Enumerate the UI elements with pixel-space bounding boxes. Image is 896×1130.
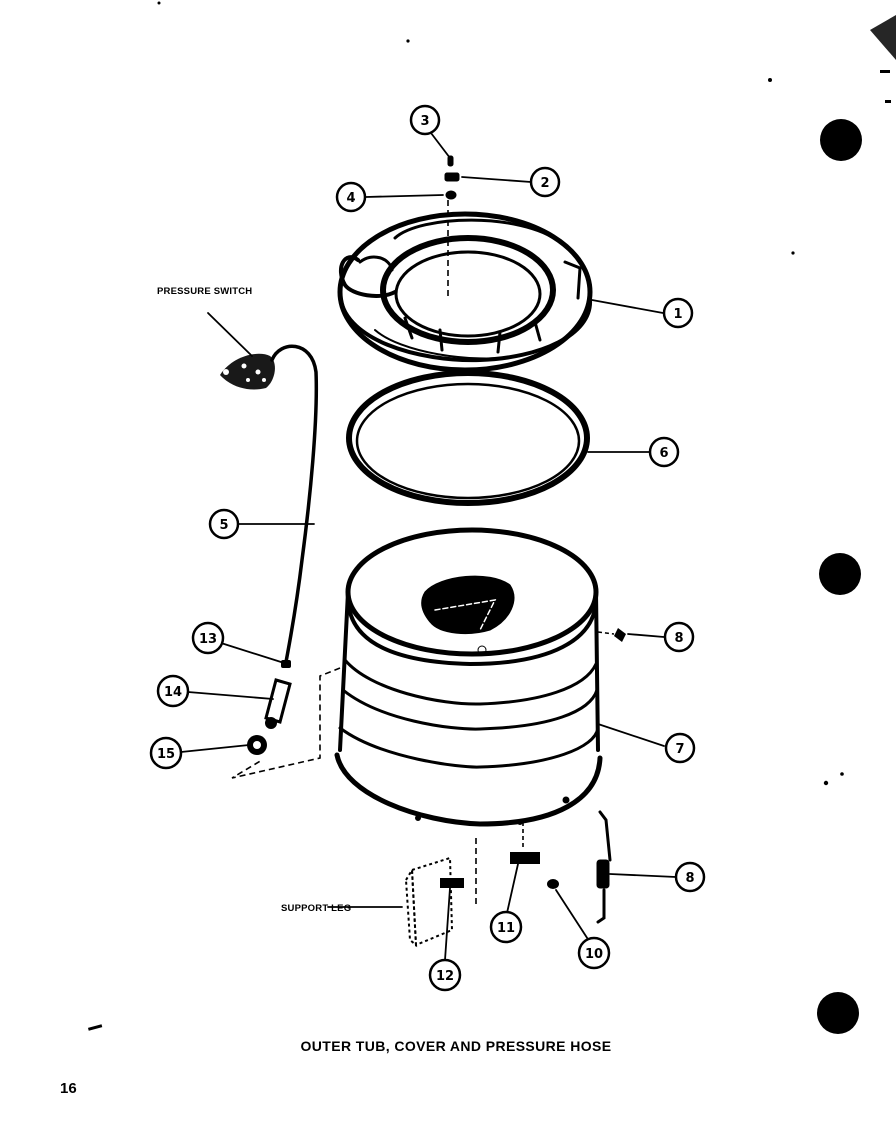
callout-11-number: 11 xyxy=(497,921,515,936)
hose-dash-line xyxy=(231,667,341,779)
leg-bracket-part xyxy=(440,878,464,888)
air-dome-part xyxy=(264,678,292,729)
callout-3-number: 3 xyxy=(420,114,429,129)
callout-14-number: 14 xyxy=(164,685,182,700)
callout-4: 4 xyxy=(335,181,367,213)
binder-hole-top xyxy=(820,119,862,161)
grommet-part xyxy=(247,735,267,755)
support-leg-part xyxy=(404,856,454,948)
support-leg-label: SUPPORT LEG xyxy=(281,903,351,914)
leg-clip-part xyxy=(510,852,540,864)
tub-fitting-dash xyxy=(597,631,615,635)
leader-lines xyxy=(180,132,677,961)
diagram-caption: OUTER TUB, COVER AND PRESSURE HOSE xyxy=(300,1038,611,1054)
binder-holes xyxy=(817,119,862,1034)
callout-13: 13 xyxy=(191,621,225,655)
callout-8-fitting: 8 xyxy=(663,621,695,653)
callout-6: 6 xyxy=(648,436,680,468)
callout-12: 12 xyxy=(428,958,462,992)
callout-8-spring: 8 xyxy=(674,861,706,893)
leg-screw-part xyxy=(547,879,559,889)
binder-hole-bottom xyxy=(817,992,859,1034)
callout-4-number: 4 xyxy=(346,191,355,206)
tub-fitting-part xyxy=(614,628,626,642)
tub-gasket-part xyxy=(346,370,590,506)
pressure-switch-label: PRESSURE SWITCH xyxy=(157,286,252,297)
callout-13-number: 13 xyxy=(199,632,217,647)
callout-5-number: 5 xyxy=(219,518,228,533)
cover-fastener-parts xyxy=(444,155,460,300)
tub-cover-part xyxy=(337,211,593,373)
callout-8-fitting-number: 8 xyxy=(674,631,683,646)
callout-5: 5 xyxy=(208,508,240,540)
callout-6-number: 6 xyxy=(659,446,668,461)
callout-1: 1 xyxy=(662,297,694,329)
callout-2: 2 xyxy=(529,166,561,198)
callout-7: 7 xyxy=(664,732,696,764)
callout-7-number: 7 xyxy=(675,742,684,757)
pressure-switch-part xyxy=(220,353,275,390)
pressure-hose-part xyxy=(270,344,319,664)
callout-11: 11 xyxy=(489,910,523,944)
callout-14: 14 xyxy=(156,674,190,708)
binder-hole-middle xyxy=(819,553,861,595)
callout-8-spring-number: 8 xyxy=(685,871,694,886)
callout-2-number: 2 xyxy=(540,176,549,191)
callout-15-number: 15 xyxy=(157,747,175,762)
outer-tub-part xyxy=(334,527,603,827)
callout-1-number: 1 xyxy=(673,307,682,322)
callout-3: 3 xyxy=(409,104,441,136)
scan-specks xyxy=(87,1,896,1031)
callout-12-number: 12 xyxy=(436,969,454,984)
callout-10: 10 xyxy=(577,936,611,970)
callout-15: 15 xyxy=(149,736,183,770)
hose-clamp-part xyxy=(281,660,291,668)
callout-10-number: 10 xyxy=(585,947,603,962)
page-number: 16 xyxy=(60,1080,77,1097)
tub-spring-part xyxy=(596,810,612,924)
